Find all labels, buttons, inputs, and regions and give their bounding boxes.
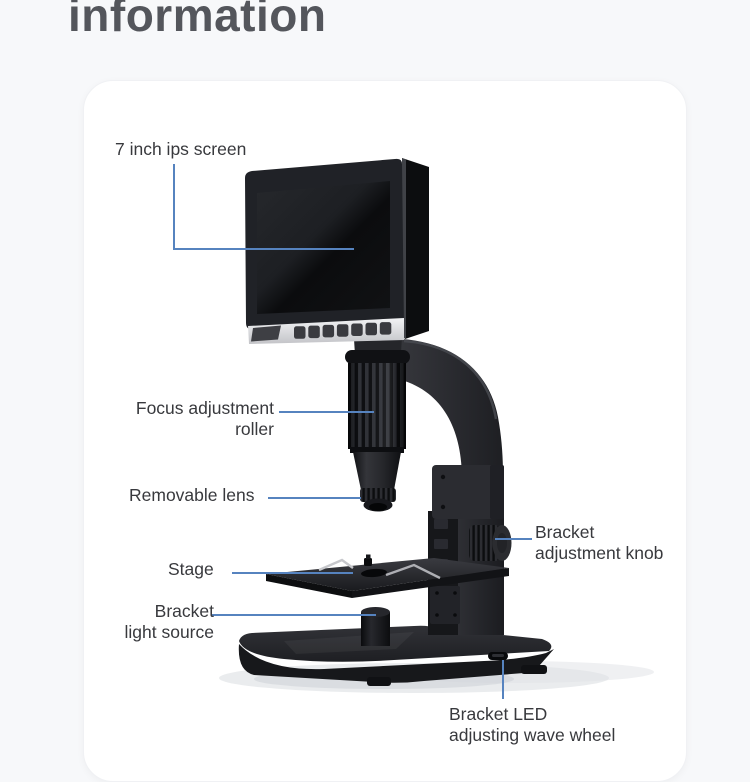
label-light-source: Bracket light source — [102, 601, 215, 643]
stage-clip — [385, 563, 441, 580]
label-wheel-line1: Bracket LED — [449, 704, 548, 724]
label-focus-roller: Focus adjustment roller — [114, 398, 274, 440]
label-removable-lens: Removable lens — [129, 485, 254, 506]
monitor-button — [351, 323, 363, 336]
label-adjustment-knob: Bracket adjustment knob — [535, 522, 663, 564]
callout-line-screen — [173, 248, 354, 250]
label-focus-line2: roller — [235, 419, 274, 439]
base-foot — [367, 677, 391, 686]
monitor-button — [379, 322, 392, 335]
microscope-drawing — [219, 158, 654, 693]
label-knob-line1: Bracket — [535, 522, 595, 542]
stage-hole — [361, 568, 387, 578]
callout-line-lens — [268, 497, 361, 499]
label-light-line1: Bracket — [154, 601, 214, 621]
callout-line-stage — [232, 572, 353, 574]
stage-clip — [318, 558, 354, 572]
label-focus-line1: Focus adjustment — [135, 398, 274, 418]
removable-lens — [360, 488, 396, 512]
callout-line-screen-vertical — [173, 164, 175, 250]
stage-plate — [266, 554, 509, 598]
monitor-side — [402, 158, 429, 339]
light-source — [361, 607, 390, 646]
strip-port — [251, 325, 281, 342]
callout-line-knob — [495, 538, 532, 540]
label-screen-text: 7 inch ips screen — [115, 139, 247, 159]
callout-line-focus — [279, 411, 374, 413]
monitor-buttons — [294, 322, 392, 339]
microscope-illustration: 7 inch ips screen Focus adjustment rolle… — [84, 81, 686, 781]
monitor-button — [294, 326, 306, 339]
label-light-line2: light source — [124, 622, 215, 642]
product-info-card: 7 inch ips screen Focus adjustment rolle… — [83, 80, 687, 782]
monitor-button — [308, 325, 320, 339]
callout-line-wheel — [502, 660, 504, 699]
label-stage: Stage — [168, 559, 214, 580]
label-knob-line2: adjustment knob — [535, 543, 664, 563]
monitor-button — [365, 322, 377, 336]
base-foot — [521, 665, 547, 674]
page-title: information — [68, 0, 327, 41]
monitor-button — [336, 324, 349, 337]
label-screen: 7 inch ips screen — [115, 139, 246, 160]
label-stage-text: Stage — [168, 559, 214, 579]
label-lens-text: Removable lens — [129, 485, 255, 505]
monitor — [245, 158, 429, 344]
monitor-screen — [257, 181, 390, 314]
label-wheel-line2: adjusting wave wheel — [449, 725, 616, 745]
adjustment-knob — [469, 525, 512, 561]
callout-line-light — [212, 614, 376, 616]
monitor-button — [322, 324, 335, 338]
wave-wheel-slot — [488, 652, 508, 660]
focus-roller — [345, 336, 410, 490]
bracket-clamp — [432, 465, 504, 519]
label-wave-wheel: Bracket LED adjusting wave wheel — [449, 704, 615, 746]
